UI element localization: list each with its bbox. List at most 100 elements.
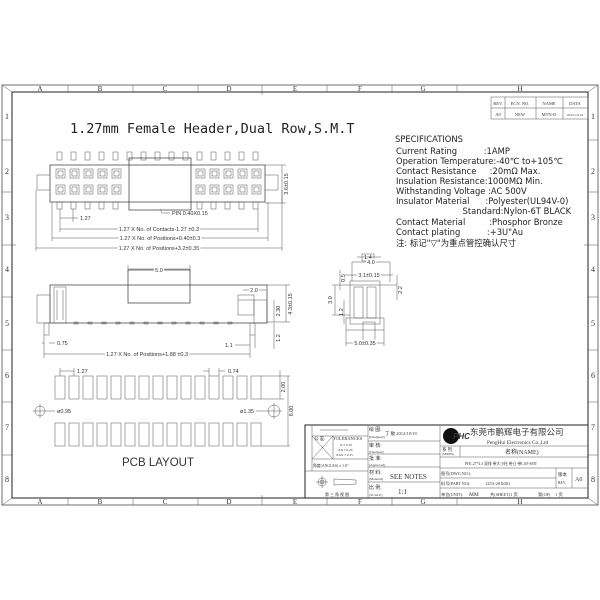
spec-line: Current Rating :1AMP xyxy=(396,146,510,156)
dim-bg: 1.27 X No. of Positions+0.40±0.3 xyxy=(120,236,201,242)
logo-text: PHC xyxy=(453,432,470,441)
ecn-value: NEW xyxy=(515,112,526,117)
material-label: 材 料: xyxy=(369,469,382,476)
third-angle-projection-icon xyxy=(316,476,357,488)
designed-sub: (Designed) xyxy=(369,435,385,439)
dim-2-2: 2.2 xyxy=(398,286,404,294)
designed-label: 绘 图: xyxy=(369,426,382,433)
pitch-dim: 1.27 xyxy=(80,216,91,222)
end-view: 1.4 4.0 4.0 3.1±0.15 3.1±0.15 0.5 2.2 3.… xyxy=(328,253,404,349)
row-dividers xyxy=(2,139,598,456)
dim-0-75: 0.75 xyxy=(57,341,68,347)
tolerance-header: TOLERANCES xyxy=(333,436,363,441)
specifications: SPECIFICATIONS Current Rating :1AMP Oper… xyxy=(395,134,572,248)
col-label: G xyxy=(420,498,425,506)
dim-4-0: 4.0 xyxy=(367,260,375,266)
col-label: A xyxy=(37,85,42,93)
pcb-layout-label: PCB LAYOUT xyxy=(122,457,194,469)
positions-dim: 1.27 X No. of Positions+0.40±0.3 xyxy=(120,236,201,242)
name-header: NAME xyxy=(542,101,556,106)
angles-tolerance: 角度(ANGLES) ± 1.0° xyxy=(313,463,349,468)
rev-value: A0 xyxy=(495,112,501,117)
series-label: 系 列 xyxy=(442,446,453,453)
tol-value: XX ± 0.20 xyxy=(338,448,353,452)
name-value: MTN-D xyxy=(542,112,557,117)
spec-heading: SPECIFICATIONS xyxy=(395,134,463,144)
overall-dim: 1.27 X No. of Positions+3.2±0.35 xyxy=(119,246,200,252)
dim-bg: 2.0 xyxy=(250,288,258,294)
title-block: 公 差: TOLERANCES X.± 0.10 XX ± 0.20 XXX ±… xyxy=(304,424,589,499)
revision-table: REV. ECN. NO. NAME DATA A0 NEW MTN-D 201… xyxy=(490,96,589,120)
series-sub: (SERIES) xyxy=(442,452,454,456)
side-view: 5.0 5.0 2.0 2.0 2.30 4.3±0.15 0.75 1.1 1… xyxy=(36,265,294,360)
hole-right-dim: ø1.35 xyxy=(240,409,254,415)
top-view: 1.27 PIN 0.40X0.15 1.27 X No. of Contact… xyxy=(35,151,290,254)
dim-bg: 5.0 xyxy=(155,268,163,274)
sheet-value: 1 页 xyxy=(510,492,518,498)
dim-bg: 1.27 X No. of Contacts-1.27 ±0.3 xyxy=(119,227,199,233)
col-label: C xyxy=(163,85,168,93)
col-label: E xyxy=(293,498,297,506)
pcb-layout: 1.27 0.74 ø0.95 ø1.35 2.00 6.00 PCB LAYO… xyxy=(33,368,295,469)
spec-note: 注: 标记"▽"为重点管控确认尺寸 xyxy=(396,238,516,248)
company-name-en: PengHui Electronics Co.,Ltd xyxy=(487,440,549,446)
row-label: 3 xyxy=(591,213,595,222)
spec-line: Contact plating :+3U"Au xyxy=(396,227,523,237)
row-label: 4 xyxy=(591,265,595,274)
approved-sub: (Approved) xyxy=(369,463,386,467)
contacts-dim: 1.27 X No. of Contacts-1.27 ±0.3 xyxy=(119,227,199,233)
pin-label: PIN 0.40X0.15 xyxy=(172,211,208,217)
col-label: G xyxy=(420,85,425,93)
tol-value: X.± 0.10 xyxy=(340,443,352,447)
pcb-pitch: 1.27 xyxy=(77,369,88,375)
spec-line: Operation Temperature:-40℃ to+105℃ xyxy=(396,156,563,166)
unit-label: 单位(UNIT): xyxy=(441,491,463,498)
scale-value: 1:1 xyxy=(398,488,407,496)
row-label: 5 xyxy=(591,319,595,328)
height-dim: 3.6±0.15 xyxy=(284,173,290,194)
row-label: 8 xyxy=(5,475,9,484)
dwg-label: 图号(DWG NO.): xyxy=(441,471,471,477)
dim-bg: 3.1±0.15 xyxy=(358,273,379,279)
row-label: 2 xyxy=(591,167,595,176)
company-logo: PHC xyxy=(443,428,470,444)
product-name: PH1.27*4.3 双排 带大小柱 带凸 带CAP SMT xyxy=(465,461,538,466)
row-label: 5 xyxy=(5,319,9,328)
checked-label: 审 核: xyxy=(369,442,382,449)
scale-label: 比 例: xyxy=(369,484,382,491)
drawing-border xyxy=(11,91,589,499)
rev-value: A0 xyxy=(575,477,582,483)
row-label: 3 xyxy=(5,213,9,222)
part-label: 料号(PART NO): xyxy=(441,480,470,487)
length-dim: 1.27 X No. of Positions+1.88 ±0.3 xyxy=(106,352,188,358)
col-label: F xyxy=(358,85,362,93)
material-value: SEE NOTES xyxy=(390,473,427,481)
row-label: 1 xyxy=(591,112,595,121)
checked-sub: (Checked) xyxy=(369,450,384,454)
tol-value: XXX ± 0.15 xyxy=(336,453,353,457)
row-label: 7 xyxy=(591,423,595,432)
col-label: B xyxy=(98,498,103,506)
designed-value: 丁 敏 2012/10/19 xyxy=(385,430,418,437)
peg-width-dim: 2.0 xyxy=(250,288,258,294)
sheet-label: 共(SHEET) xyxy=(490,491,511,498)
dim-0-5: 0.5 xyxy=(341,274,347,282)
dim-1-2: 1.2 xyxy=(276,334,282,342)
rev-label: 版本 xyxy=(558,471,567,478)
row-label: 7 xyxy=(5,423,9,432)
drawing-title: 1.27mm Female Header,Dual Row,S.M.T xyxy=(70,121,354,137)
data-header: DATA xyxy=(569,101,581,106)
spec-line: Withstanding Voltage :AC 500V xyxy=(396,186,527,196)
col-label: E xyxy=(293,85,297,93)
col-label: D xyxy=(226,85,231,93)
unit-value: MM xyxy=(469,492,479,498)
spec-line: Insulator Material :Polyester(UL94V-0) xyxy=(396,196,568,206)
hole-left-dim: ø0.95 xyxy=(57,409,71,415)
name-label: 名称(NAME) xyxy=(505,448,539,456)
spec-line: Standard:Nylon-6T BLACK xyxy=(396,206,572,216)
rev-header: REV. xyxy=(493,101,503,106)
row-label: 8 xyxy=(591,475,595,484)
material-sub: (Material) xyxy=(369,477,384,481)
col-label: A xyxy=(37,498,42,506)
